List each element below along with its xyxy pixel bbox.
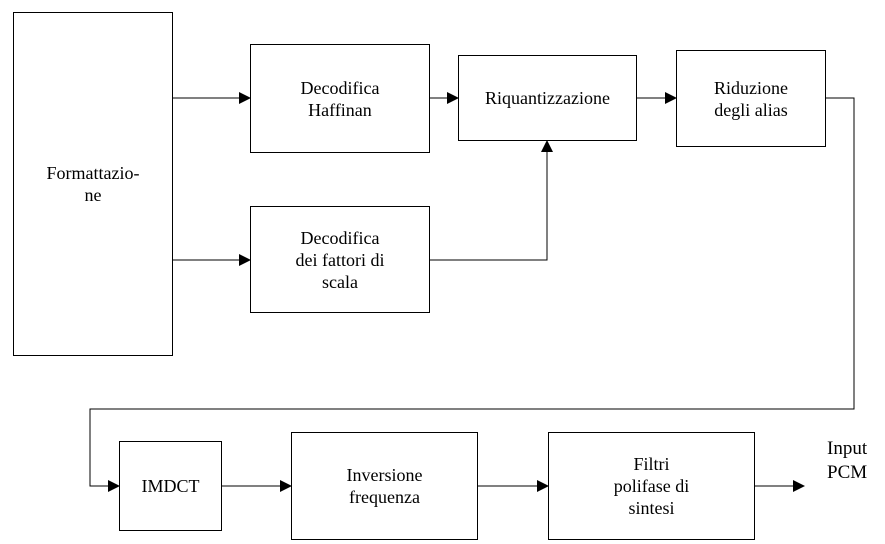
- block-filtri-polifase-label: Filtri polifase di sintesi: [613, 454, 690, 518]
- block-riquantizzazione-label: Riquantizzazione: [485, 88, 610, 108]
- block-inversione-frequenza: Inversione frequenza: [291, 432, 478, 540]
- block-formattazione: Formattazio- ne: [13, 12, 173, 356]
- output-label: Input PCM: [827, 438, 868, 483]
- block-riduzione-alias: Riduzione degli alias: [676, 50, 826, 147]
- block-formattazione-label: Formattazio- ne: [46, 163, 140, 205]
- block-imdct: IMDCT: [119, 441, 222, 531]
- arrow-riduzione-to-imdct: [89, 97, 855, 492]
- block-decodifica-fattori-label: Decodifica dei fattori di scala: [295, 227, 385, 292]
- block-imdct-label: IMDCT: [141, 476, 200, 496]
- block-decodifica-haffinan-label: Decodifica Haffinan: [300, 77, 380, 120]
- block-riquantizzazione: Riquantizzazione: [458, 55, 637, 141]
- block-decodifica-haffinan: Decodifica Haffinan: [250, 44, 430, 153]
- block-decodifica-fattori: Decodifica dei fattori di scala: [250, 206, 430, 313]
- block-inversione-frequenza-label: Inversione frequenza: [346, 465, 423, 507]
- block-filtri-polifase: Filtri polifase di sintesi: [548, 432, 755, 540]
- block-riduzione-alias-label: Riduzione degli alias: [714, 77, 788, 120]
- arrow-fattori-to-riquantizzazione: [430, 140, 553, 261]
